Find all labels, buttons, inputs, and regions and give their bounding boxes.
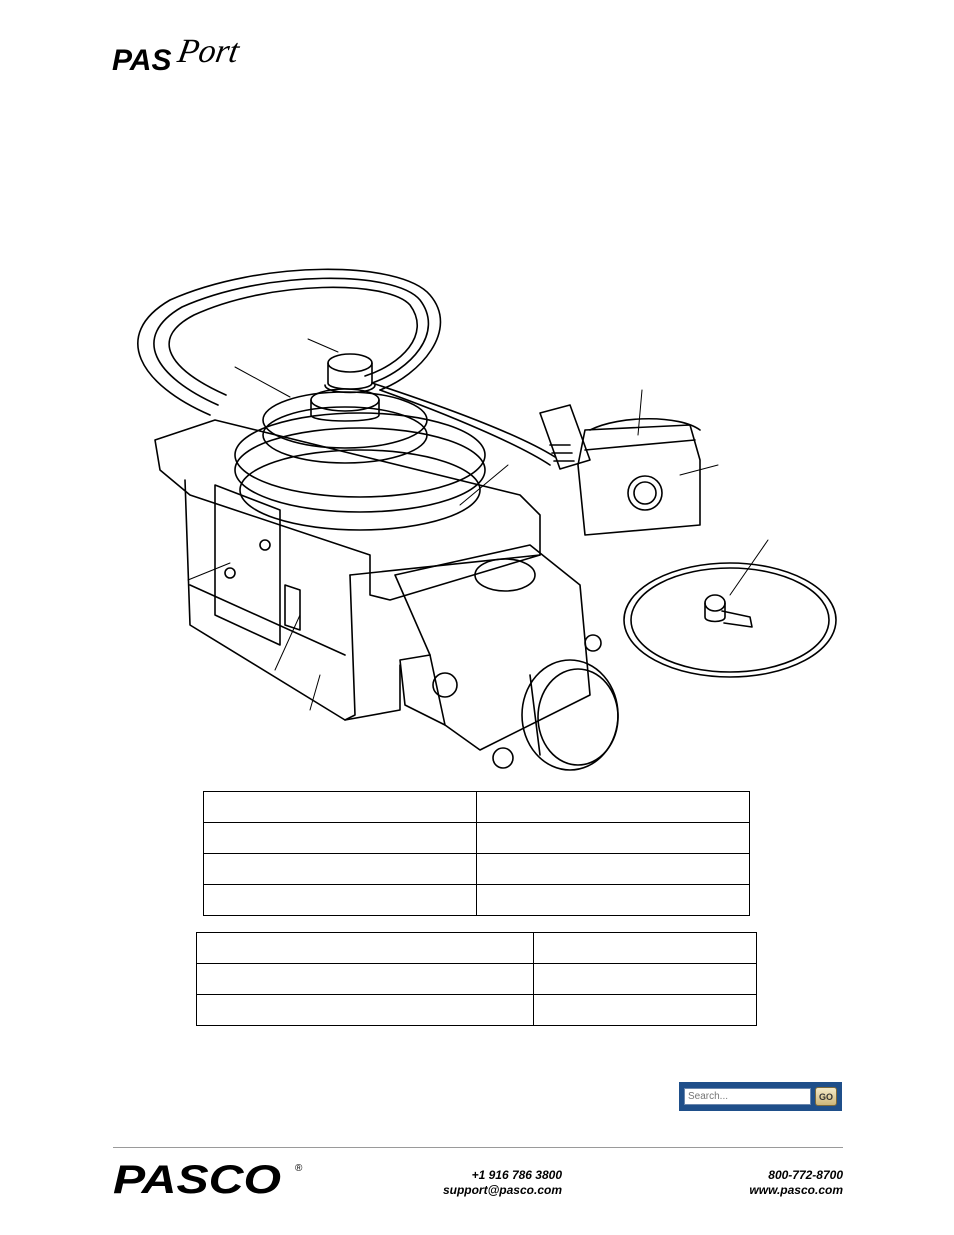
accessories-table [196,932,757,1026]
pasco-logo-text: PASCO [113,1158,281,1199]
table-cell [196,994,534,1026]
registered-mark: ® [295,1163,303,1174]
website: www.pasco.com [749,1183,843,1197]
callout-lines [187,338,769,711]
pasport-logo: PAS Port [112,32,244,77]
pulley [234,353,486,531]
table-row [203,884,750,916]
phone-international: +1 916 786 3800 [471,1168,562,1182]
table-cell [476,822,750,854]
table-cell [196,932,534,964]
rotary-sensor-illustration [137,268,837,771]
footer-divider [113,1147,843,1148]
search-go-button[interactable]: GO [815,1087,837,1106]
phone-tollfree: 800-772-8700 [768,1168,843,1182]
pasport-logo-bold: PAS [112,44,171,77]
table-row [203,791,750,823]
pasport-connector [539,404,701,536]
table-row [196,932,757,964]
table-row [196,963,757,995]
accessory-disc [623,562,837,678]
pasport-logo-script: Port [174,32,244,70]
rod-clamp [394,544,602,769]
table-cell [476,884,750,916]
table-cell [533,963,757,995]
sensor-body [154,419,541,721]
contact-domestic: 800-772-8700 www.pasco.com [680,1168,843,1198]
table-cell [196,963,534,995]
clamp-knob [521,659,619,771]
search-bar: GO [679,1082,842,1111]
table-cell [533,994,757,1026]
table-cell [476,853,750,885]
table-cell [203,853,477,885]
contact-international: +1 916 786 3800 support@pasco.com [400,1168,562,1198]
table-row [196,994,757,1026]
table-row [203,822,750,854]
table-row [203,853,750,885]
table-cell [476,791,750,823]
table-cell [203,822,477,854]
pasco-logo: PASCO ® [113,1158,303,1199]
table-cell [203,884,477,916]
parts-table [203,791,750,916]
support-email: support@pasco.com [442,1183,562,1197]
table-cell [203,791,477,823]
cable-coil [137,268,556,466]
table-cell [533,932,757,964]
search-input[interactable] [684,1088,811,1105]
